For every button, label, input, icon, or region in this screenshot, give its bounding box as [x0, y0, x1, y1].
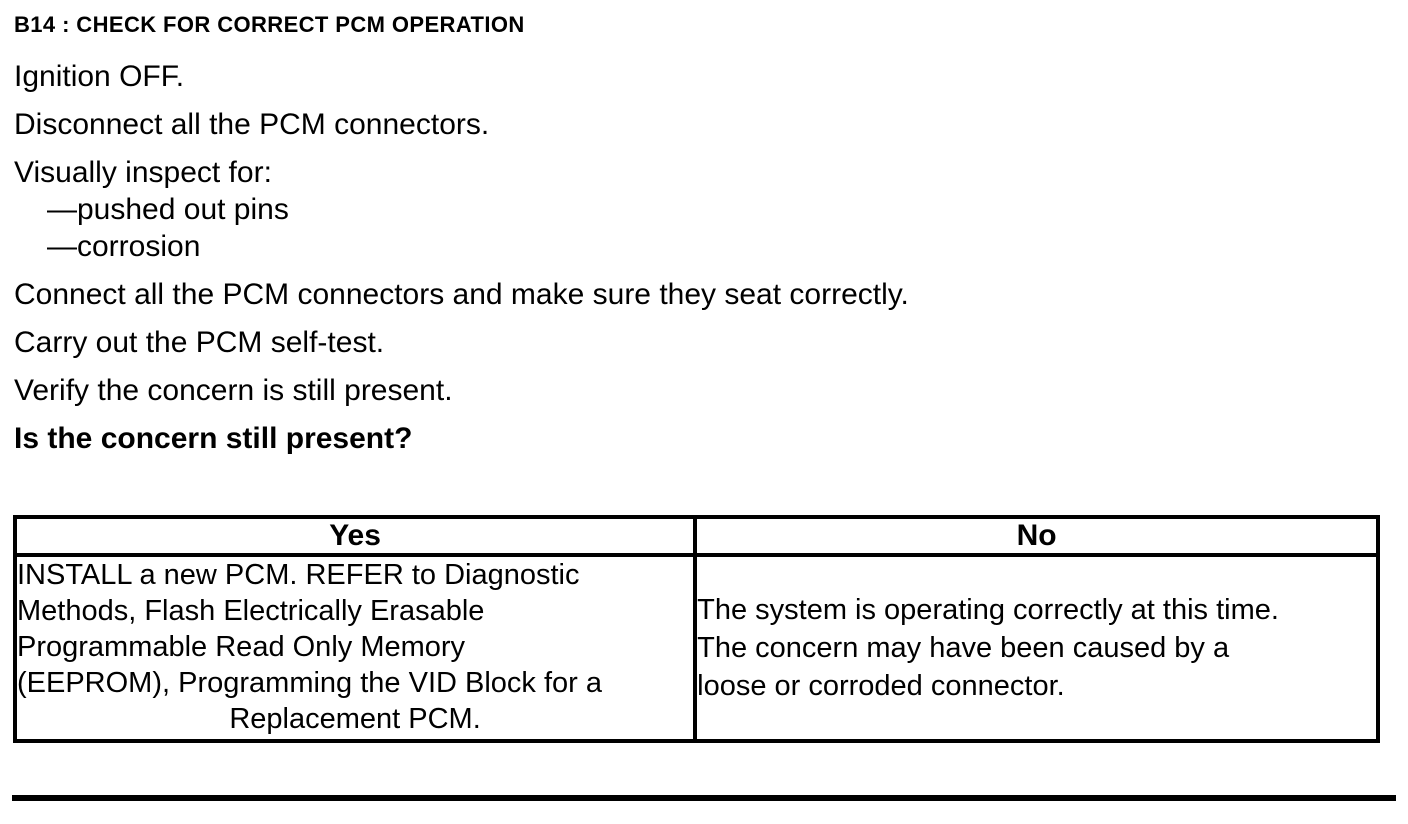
- results-header-row: Yes No: [12, 515, 1380, 557]
- result-line: The system is operating correctly at thi…: [697, 594, 1279, 626]
- yes-result-cell: INSTALL a new PCM. REFER to Diagnostic M…: [12, 553, 698, 743]
- step-self-test: Carry out the PCM self-test.: [14, 326, 385, 359]
- result-line: Methods, Flash Electrically Erasable: [17, 595, 485, 627]
- results-table: Yes No INSTALL a new PCM. REFER to Diagn…: [12, 515, 1380, 743]
- step-verify-concern: Verify the concern is still present.: [14, 374, 453, 407]
- procedure-steps: Ignition OFF. Disconnect all the PCM con…: [14, 47, 1394, 457]
- yes-column-header: Yes: [12, 515, 698, 557]
- result-line: (EEPROM), Programming the VID Block for …: [17, 667, 602, 699]
- result-line: The concern may have been caused by a: [697, 632, 1230, 664]
- inspection-item-corrosion: —corrosion: [47, 230, 201, 263]
- step-disconnect-connectors: Disconnect all the PCM connectors.: [14, 108, 490, 141]
- step-visual-inspection: Visually inspect for:: [14, 156, 272, 189]
- result-line: Programmable Read Only Memory: [17, 631, 466, 663]
- no-result-cell: The system is operating correctly at thi…: [693, 553, 1380, 743]
- inspection-item-pushed-pins: —pushed out pins: [47, 193, 289, 226]
- step-connect-connectors: Connect all the PCM connectors and make …: [14, 278, 909, 311]
- result-line: Replacement PCM.: [229, 703, 481, 735]
- test-step-title: B14 : CHECK FOR CORRECT PCM OPERATION: [14, 12, 525, 37]
- question-concern-present: Is the concern still present?: [14, 422, 413, 455]
- step-ignition-off: Ignition OFF.: [14, 60, 185, 93]
- result-line: loose or corroded connector.: [697, 670, 1065, 702]
- result-line: INSTALL a new PCM. REFER to Diagnostic: [17, 559, 580, 591]
- page-bottom-rule: [12, 795, 1396, 801]
- no-column-header: No: [693, 515, 1380, 557]
- results-body-row: INSTALL a new PCM. REFER to Diagnostic M…: [12, 553, 1380, 743]
